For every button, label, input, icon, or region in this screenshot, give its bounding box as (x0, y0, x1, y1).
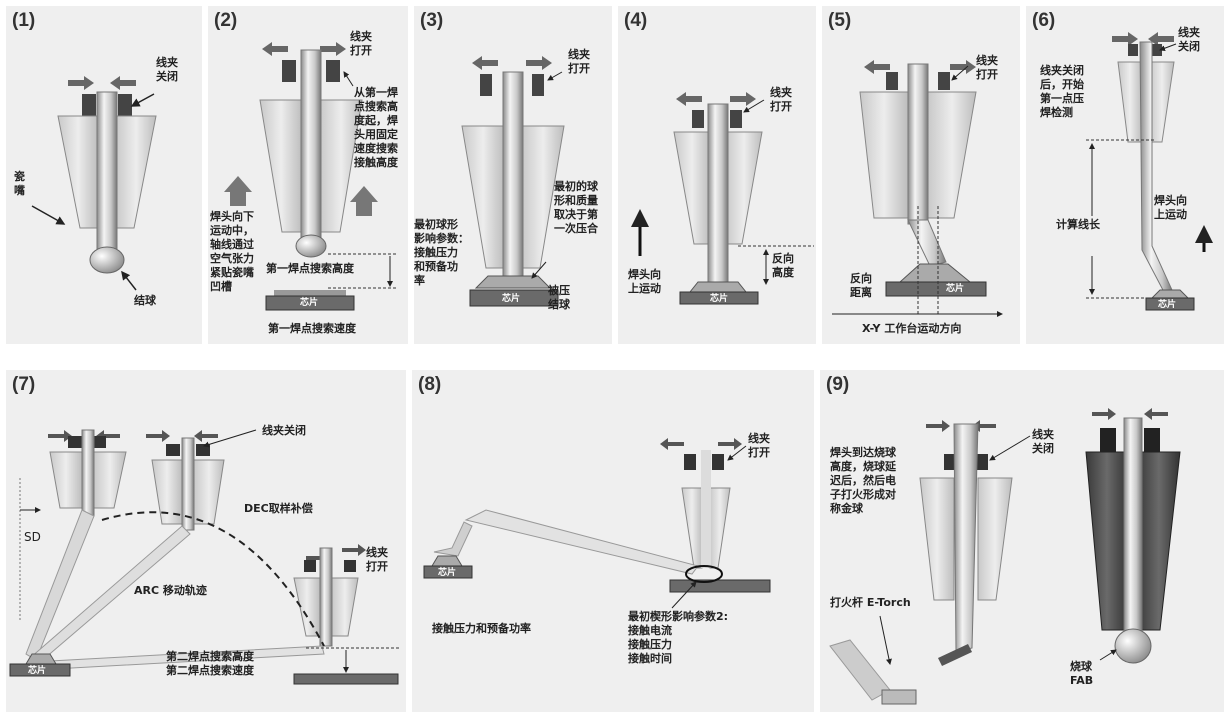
step-number: (3) (420, 10, 444, 31)
step-number: (4) (624, 10, 648, 31)
capillary-diagram (1086, 32, 1213, 311)
clamp-arrow-icon (262, 42, 288, 56)
wire-clamp-right (118, 94, 132, 116)
step-9-panel: (9) 焊头到达烧球 高度，烧球延 迟后，然后电 子打火形成对 称金球 线夹 关… (820, 370, 1224, 712)
move-up-label: 焊头向 上运动 (628, 268, 661, 295)
param-desc: 最初球形 影响参数： 接触压力 和预备功 率 (414, 218, 469, 287)
capillary-diagram (832, 60, 1003, 317)
step-number: (2) (214, 10, 238, 31)
fab-diagram (829, 408, 1181, 705)
chip-label: 芯片 (28, 666, 47, 676)
arc-motion-diagram (9, 429, 400, 685)
capillary-diagram (461, 56, 565, 307)
step-number: (7) (12, 374, 36, 395)
fab-label: 烧球 FAB (1070, 660, 1094, 687)
step-number: (1) (12, 10, 36, 31)
step-number: (6) (1032, 10, 1056, 31)
clamp-arrow-icon (68, 76, 94, 90)
moving-desc: 焊头向下 运动中， 轴线通过 空气张力 紧贴瓷嘴 凹槽 (210, 210, 254, 293)
capillary-diagram (224, 42, 398, 311)
wire (96, 91, 118, 253)
step-7-panel: (7) (6, 370, 406, 712)
clamp-label: 线夹 打开 (568, 48, 590, 75)
xy-table-label: X-Y 工作台运动方向 (862, 322, 962, 335)
step-4-panel: (4) 线夹 打开 焊头向 上运动 反向 高度 芯片 (618, 6, 816, 344)
arc-label: ARC 移动轨迹 (134, 584, 207, 597)
clamp-open-label: 线夹 打开 (366, 546, 388, 573)
clamp-label: 线夹 打开 (976, 54, 998, 81)
step-number: (8) (418, 374, 442, 395)
squashed-ball-label: 被压 结球 (548, 284, 570, 311)
move-up-label: 焊头向 上运动 (1154, 194, 1187, 221)
step-6-panel: (6) 线夹 关闭 线夹关闭 后，开始 第一点压 焊检测 计算线长 焊头向 上运… (1026, 6, 1224, 344)
clamp-label: 线夹 关闭 (1032, 428, 1054, 455)
reverse-height-label: 反向 高度 (772, 252, 794, 279)
sd-label: SD (24, 530, 41, 544)
capillary-right (115, 115, 157, 229)
shape-desc: 最初的球 形和质量 取决于第 一次压合 (554, 180, 598, 235)
fab-desc: 焊头到达烧球 高度，烧球延 迟后，然后电 子打火形成对 称金球 (830, 446, 896, 515)
capillary-diagram (31, 76, 157, 291)
reverse-distance-label: 反向 距离 (850, 272, 872, 299)
search-height-label: 第一焊点搜索高度 (266, 262, 354, 275)
chip-label: 芯片 (502, 294, 521, 304)
step-8-panel: (8) 线夹 打开 芯片 接触压力和预备功率 最初楔形影响参数2: 接触电流 接… (412, 370, 814, 712)
clamp-close-label: 线夹关闭 (262, 424, 306, 437)
search-speed-label: 第一焊点搜索速度 (268, 322, 356, 335)
second-search-label: 第二焊点搜索高度 第二焊点搜索速度 (166, 650, 254, 677)
clamp-label: 线夹 打开 (770, 86, 792, 113)
dec-label: DEC取样补偿 (244, 502, 313, 515)
step-2-panel: (2) 线夹 打开 从第一焊 点搜索高 度起，焊 头用固定 速度搜索 接触高度 … (208, 6, 408, 344)
step-number: (9) (826, 374, 850, 395)
capillary-left (57, 115, 99, 229)
chip-label: 芯片 (1158, 300, 1177, 310)
chip-label: 芯片 (438, 568, 457, 578)
wire-clamp-left (82, 94, 96, 116)
clamp-label: 线夹 关闭 (156, 56, 178, 83)
chip-label: 芯片 (300, 298, 319, 308)
search-desc: 从第一焊 点搜索高 度起，焊 头用固定 速度搜索 接触高度 (354, 86, 398, 169)
chip-label: 芯片 (946, 284, 965, 294)
contact-label: 接触压力和预备功率 (432, 622, 531, 635)
free-air-ball (89, 246, 125, 274)
capillary-diagram (631, 92, 814, 305)
clamp-label: 线夹 打开 (350, 30, 372, 57)
step-5-panel: (5) 线夹 打开 反向 距离 芯片 X-Y 工作台运动方向 (822, 6, 1020, 344)
capillary-label: 瓷 嘴 (14, 170, 25, 197)
wedge-param-label: 最初楔形影响参数2: 接触电流 接触压力 接触时间 (628, 610, 729, 665)
clamp-label: 线夹 打开 (748, 432, 770, 459)
wedge-bond-diagram (423, 438, 771, 609)
step-number: (5) (828, 10, 852, 31)
ball-label: 结球 (134, 294, 156, 307)
detect-desc: 线夹关闭 后，开始 第一点压 焊检测 (1040, 64, 1084, 119)
chip-label: 芯片 (710, 294, 729, 304)
torch-label: 打火杆 E-Torch (830, 596, 911, 609)
wire-length-label: 计算线长 (1056, 218, 1100, 231)
clamp-label: 线夹 关闭 (1178, 26, 1200, 53)
clamp-arrow-icon (110, 76, 136, 90)
step-1-panel: (1) 线夹 关闭 瓷 嘴 结球 (6, 6, 202, 344)
clamp-arrow-icon (320, 42, 346, 56)
step-3-panel: (3) 线夹 打开 最初的球 形和质量 取决于第 一次压合 最初球形 影响参数：… (414, 6, 612, 344)
down-arrow-icon (224, 176, 252, 206)
